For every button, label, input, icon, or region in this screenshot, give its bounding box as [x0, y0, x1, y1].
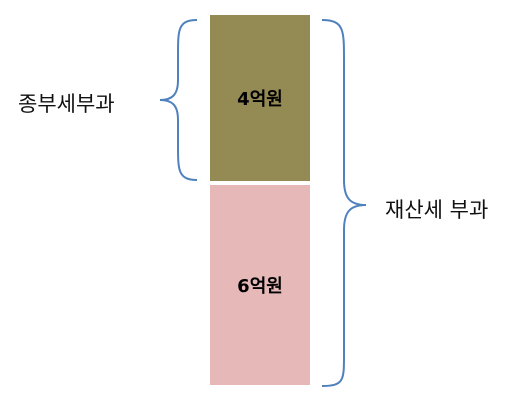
right-brace — [321, 19, 367, 387]
segment-6eok-label: 6억원 — [237, 276, 283, 297]
segment-4eok: 4억원 — [210, 15, 310, 181]
right-brace-label: 재산세 부과 — [385, 198, 489, 222]
left-brace-label: 종부세부과 — [18, 92, 115, 116]
segment-4eok-label: 4억원 — [237, 89, 283, 110]
left-brace — [159, 19, 198, 181]
segment-6eok: 6억원 — [210, 185, 310, 385]
